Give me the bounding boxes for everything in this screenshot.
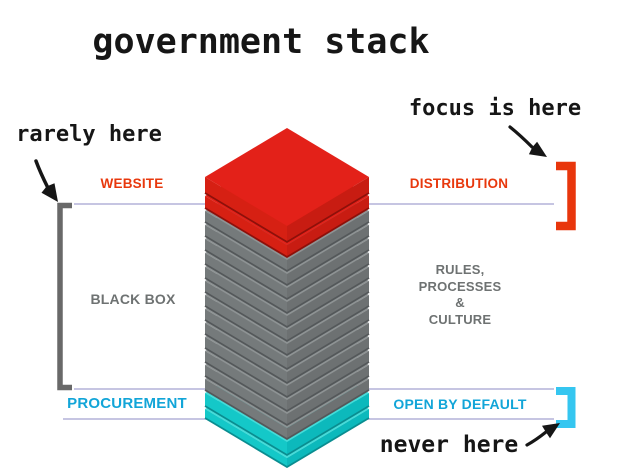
page-title: government stack [92, 22, 430, 62]
annotation-rarely-here: rarely here [16, 122, 162, 147]
label-rules-processes-culture: RULES, PROCESSES & CULTURE [418, 262, 502, 327]
rarely-here-arrow [34, 159, 58, 202]
black-box-bracket [57, 202, 72, 391]
label-distribution: DISTRIBUTION [409, 176, 509, 191]
distribution-bracket [556, 161, 576, 231]
never-here-arrow [525, 423, 560, 447]
focus-is-here-arrow [508, 125, 547, 157]
open-by-default-bracket [556, 387, 576, 428]
annotation-never-here: never here [379, 432, 519, 458]
stack [204, 128, 370, 468]
annotation-focus-is-here: focus is here [408, 96, 582, 121]
label-procurement: PROCUREMENT [67, 395, 187, 412]
label-black-box: BLACK BOX [90, 291, 176, 307]
label-website: WEBSITE [100, 176, 164, 191]
stack-plate-website-distribution [204, 128, 370, 244]
label-open-by-default: OPEN BY DEFAULT [393, 396, 527, 412]
